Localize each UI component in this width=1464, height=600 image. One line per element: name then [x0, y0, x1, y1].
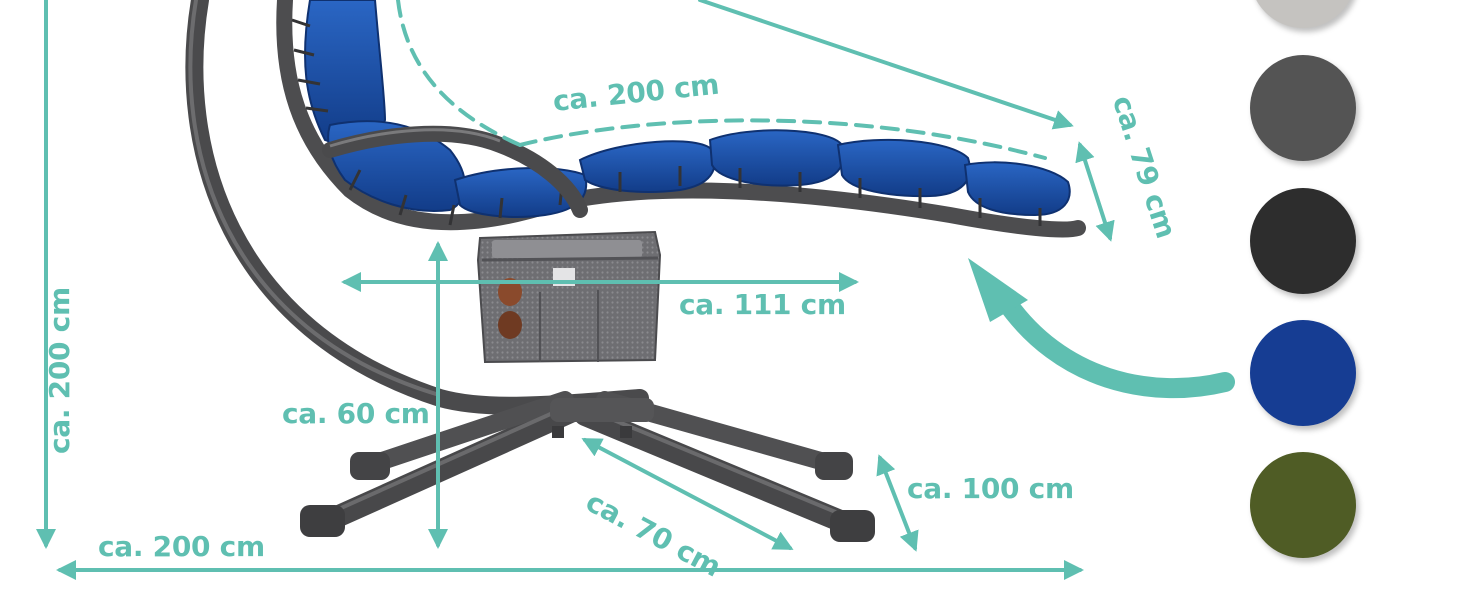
color-swatch-olive[interactable]: [1250, 452, 1356, 558]
base-depth-label: ca. 100 cm: [907, 472, 1074, 505]
color-swatch-anthracite[interactable]: [1250, 188, 1356, 294]
color-swatch-blue[interactable]: [1250, 320, 1356, 426]
base-length-label: ca. 200 cm: [98, 530, 265, 563]
base-hub: [550, 398, 654, 422]
foot-cap-left: [300, 505, 345, 537]
side-bag: [476, 230, 662, 364]
frame-lacing: [291, 18, 1042, 226]
pointer-arrow: [995, 290, 1235, 399]
armrest: [322, 125, 588, 218]
dimension-lines: [36, 0, 1115, 580]
total-height-label: ca. 200 cm: [43, 287, 76, 454]
foot-cap-right: [830, 510, 875, 542]
arm-span-label: ca. 111 cm: [679, 288, 846, 321]
cushion: [304, 0, 1071, 218]
seat-height-label: ca. 60 cm: [282, 397, 430, 430]
color-swatch-grey[interactable]: [1250, 55, 1356, 161]
